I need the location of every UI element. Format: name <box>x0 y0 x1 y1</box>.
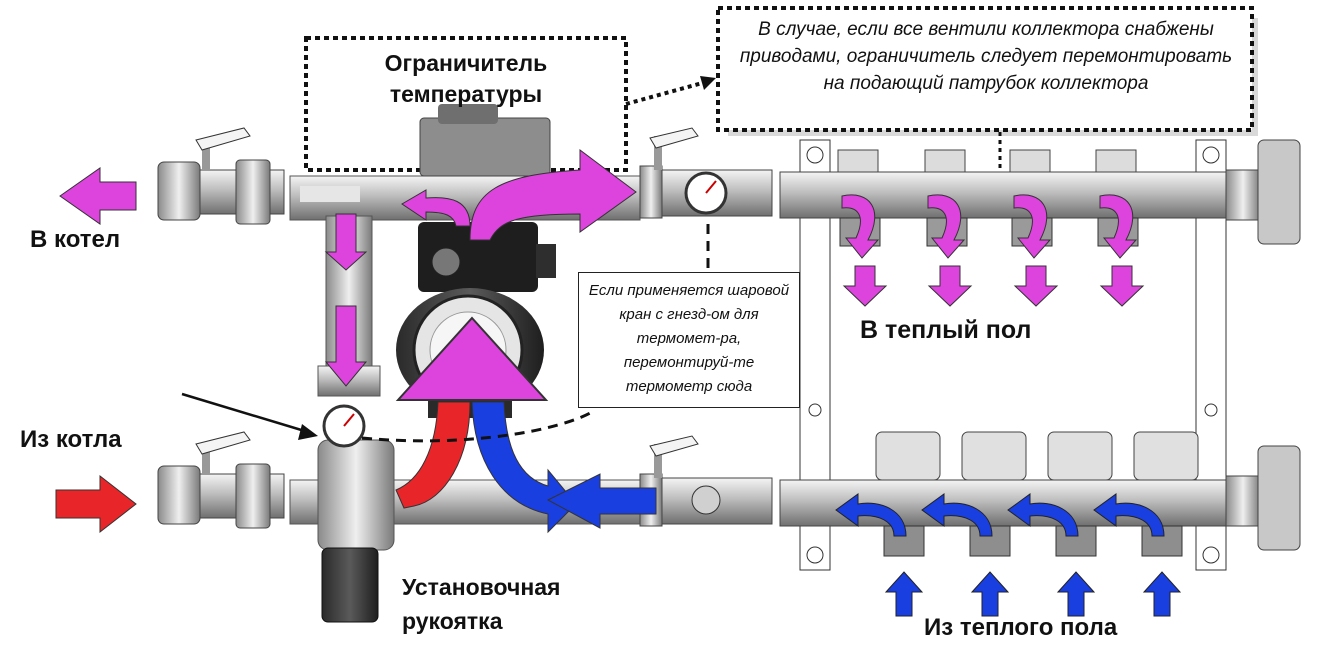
manifold <box>779 139 1301 571</box>
to-floor-label: В теплый пол <box>860 316 1032 344</box>
to-boiler-arrow <box>59 167 137 225</box>
bottom-left-ball-valve <box>157 431 285 529</box>
temperature-limiter-head <box>419 117 551 177</box>
return-into-mixer-arrow <box>546 473 657 529</box>
thermometer-note-box: Если применяется шаровой кран с гнезд-ом… <box>578 272 800 408</box>
thermometer-note: Если применяется шаровой кран с гнезд-ом… <box>588 282 790 395</box>
top-left-ball-valve <box>157 127 285 225</box>
actuators-note: В случае, если все вентили коллектора сн… <box>739 19 1233 94</box>
from-boiler-pointer <box>181 392 309 434</box>
actuators-note-frame <box>716 6 1254 132</box>
supply-red-arrow <box>395 401 471 509</box>
hot-flow-arrow-left <box>401 189 471 227</box>
manifold-supply-arrows <box>841 194 1145 307</box>
from-boiler-label: Из котла <box>20 426 122 453</box>
bypass-down-arrow-bottom <box>324 305 368 387</box>
handle-label: Установочная рукоятка <box>402 574 561 634</box>
pump-triangle-arrow <box>395 316 549 401</box>
three-way-valve-body <box>317 439 395 551</box>
bottom-right-ball-valve <box>639 435 773 527</box>
to-boiler-label: В котел <box>30 226 121 253</box>
thermometer-dashed-line <box>361 410 593 443</box>
limiter-leader-line <box>625 80 707 106</box>
temp-limiter-label: Ограничитель температуры <box>384 50 548 107</box>
from-boiler-arrow <box>55 474 137 534</box>
hot-flow-arrow-right <box>469 149 637 241</box>
bypass-down-arrow-top <box>324 213 368 271</box>
from-floor-label: Из теплого пола <box>924 614 1118 641</box>
manifold-return-arrows <box>835 493 1182 617</box>
top-right-ball-valve <box>639 127 773 219</box>
setting-handle <box>321 547 379 623</box>
